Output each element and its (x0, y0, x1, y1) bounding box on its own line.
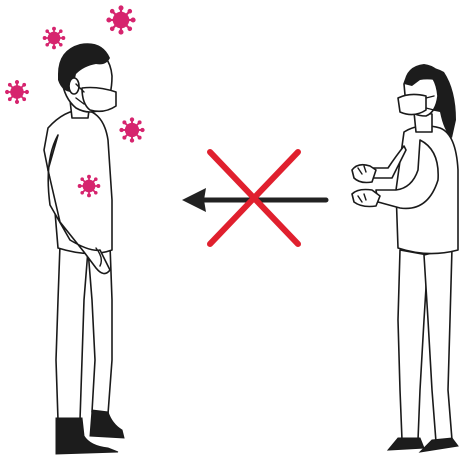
virus-particle-icon (78, 175, 100, 197)
virus-particle-icon (5, 80, 28, 103)
virus-particle-icon (43, 27, 65, 49)
woman-with-mask-icon (352, 64, 458, 452)
man-with-mask-icon (44, 43, 124, 454)
virus-particle-icon (120, 118, 144, 142)
virus-particle-icon (107, 6, 135, 34)
